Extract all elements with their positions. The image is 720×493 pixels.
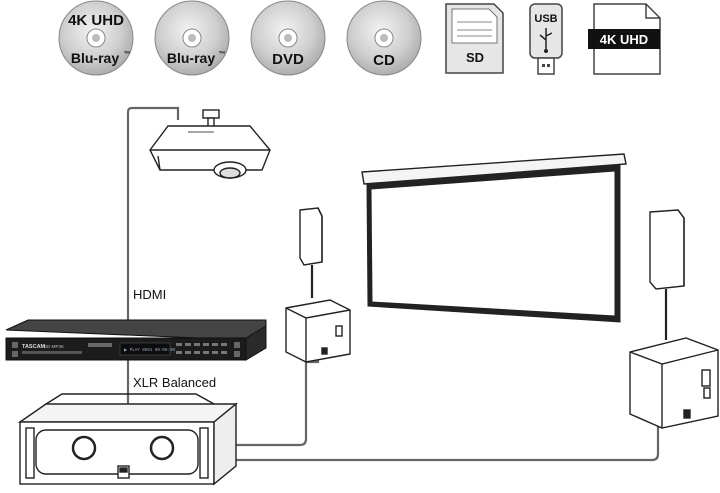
uhd-disc-line1: 4K UHD [68,12,124,29]
right-speaker-icon [649,209,685,340]
left-speaker-icon [299,207,323,298]
hdmi-label: HDMI [133,287,167,302]
uhd-file-label: 4K UHD [600,32,648,47]
hdmi-cable [126,106,180,328]
amplifier-icon [17,393,238,486]
left-subwoofer-icon [285,299,351,363]
player-display: ▶ PLAY 0001 00:00:00 [124,348,175,353]
sd-card-icon: SD [445,3,504,74]
bluray-disc-label: Blu-ray [167,50,215,66]
dvd-disc-icon: DVD [250,0,326,76]
projector-icon [149,109,271,179]
player-brand: TASCAM [22,344,46,350]
xlr-balanced-label: XLR Balanced [133,375,217,390]
dvd-disc-label: DVD [272,51,304,68]
uhd-file-icon: 4K UHD [588,3,661,75]
media-player-icon: TASCAM BD-MP4K ▶ PLAY 0001 00:00:00 [5,319,267,361]
uhd-bluray-disc-icon: 4K UHD Blu-ray ™ [58,0,134,76]
right-subwoofer-icon [629,337,719,429]
uhd-disc-tm: ™ [124,51,131,58]
usb-stick-icon: USB [529,3,563,75]
sd-card-label: SD [466,50,484,65]
bluray-disc-icon: Blu-ray ™ [154,0,230,76]
cables [126,106,660,462]
projection-screen-icon [361,153,627,323]
bluray-disc-tm: ™ [219,51,226,58]
speaker-cable-right [230,416,660,462]
uhd-disc-line2: Blu-ray [71,50,119,66]
speaker-cable-left [230,356,320,447]
usb-label: USB [534,13,557,25]
cd-disc-icon: CD [346,0,422,76]
player-model: BD-MP4K [44,344,64,349]
cd-disc-label: CD [373,52,395,69]
